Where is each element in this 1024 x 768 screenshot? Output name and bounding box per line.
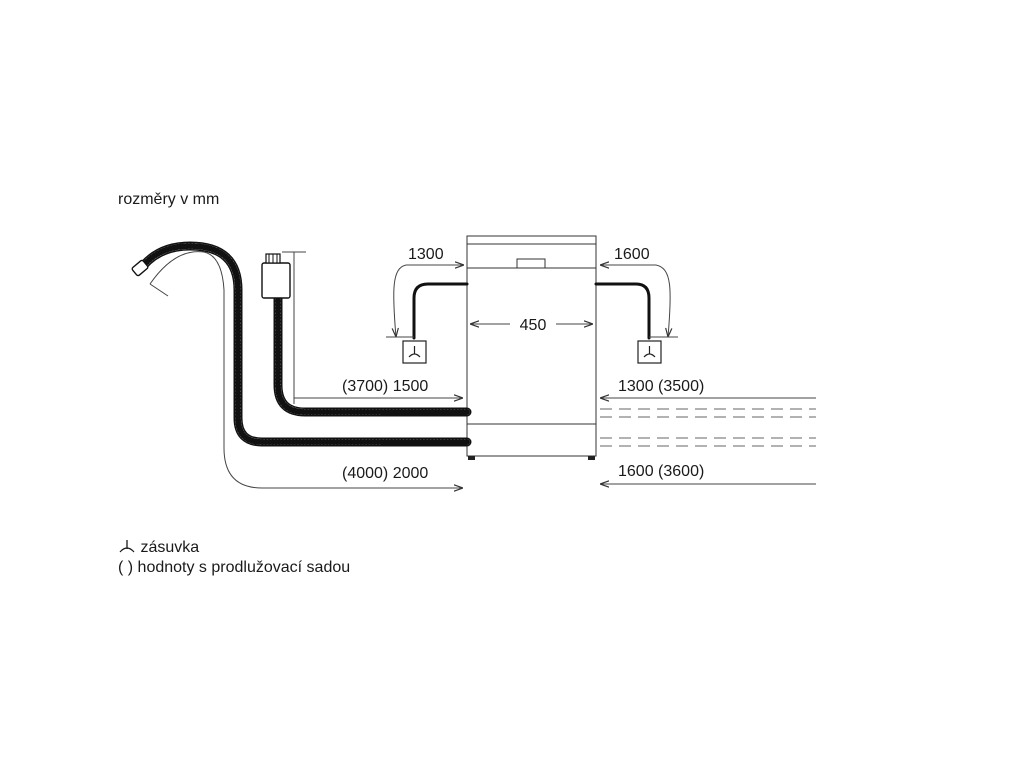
- width-label: 450: [520, 317, 547, 334]
- dishwasher-front-view: [466, 235, 597, 460]
- aquastop-valve-icon: [261, 253, 291, 299]
- left-power-cord: [412, 282, 469, 340]
- drain-hose-end-icon: [131, 259, 149, 277]
- inlet-hose: [273, 293, 472, 417]
- right-upper-label: 1300 (3500): [618, 378, 704, 395]
- right-hose-extension-dashes: [600, 408, 816, 447]
- foot-right: [588, 456, 595, 460]
- right-lower-label: 1600 (3600): [618, 463, 704, 480]
- left-cord-dimension: [386, 265, 464, 338]
- right-cord-dimension: [600, 265, 678, 338]
- drain-bend-guide: [149, 251, 463, 489]
- right-cord-label: 1600: [614, 246, 650, 263]
- legend-extension: ( ) hodnoty s prodlužovací sadou: [118, 558, 350, 578]
- foot-left: [468, 456, 475, 460]
- right-power-cord: [594, 282, 651, 340]
- drain-hose: [138, 241, 472, 447]
- control-panel-display: [516, 258, 546, 269]
- legend-socket: zásuvka: [118, 538, 199, 558]
- socket-symbol-icon: [119, 540, 135, 553]
- legend-socket-label: zásuvka: [140, 539, 200, 556]
- left-socket-icon: [402, 340, 427, 364]
- units-note: rozměry v mm: [118, 191, 219, 208]
- left-lower-hose-label: (4000) 2000: [342, 465, 428, 482]
- right-socket-icon: [637, 340, 662, 364]
- left-cord-label: 1300: [408, 246, 444, 263]
- left-upper-hose-label: (3700) 1500: [342, 378, 428, 395]
- legend-extension-label: ( ) hodnoty s prodlužovací sadou: [118, 559, 351, 576]
